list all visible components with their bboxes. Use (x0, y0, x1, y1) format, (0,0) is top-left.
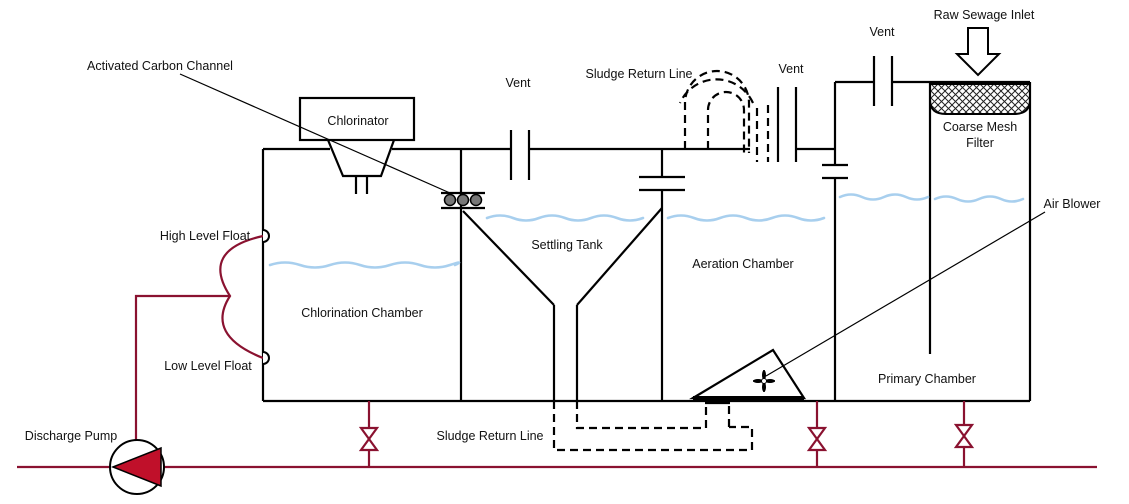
low-level-float (262, 351, 270, 365)
water-primary-right (933, 195, 1025, 203)
vent-settling (509, 130, 531, 180)
gate-valve-icon (953, 423, 975, 449)
fan-icon (753, 370, 775, 392)
label-low-level-float: Low Level Float (164, 359, 252, 373)
label-sludge-return-top: Sludge Return Line (585, 67, 692, 81)
label-sludge-return-bottom: Sludge Return Line (436, 429, 543, 443)
tank-structure (261, 80, 1032, 403)
leader-activated-carbon (179, 73, 451, 194)
gate-valve-icon (358, 426, 380, 452)
label-raw-sewage-inlet: Raw Sewage Inlet (934, 8, 1035, 22)
vent-primary (872, 56, 894, 106)
water-levels (268, 193, 1025, 269)
coarse-mesh-filter (929, 83, 1031, 115)
label-aeration-chamber: Aeration Chamber (692, 257, 793, 271)
discharge-line (17, 401, 1097, 469)
label-coarse-mesh-2: Filter (966, 136, 994, 150)
label-coarse-mesh-1: Coarse Mesh (943, 120, 1017, 134)
blower-housing (689, 348, 807, 400)
label-high-level-float: High Level Float (160, 229, 251, 243)
label-primary-chamber: Primary Chamber (878, 372, 976, 386)
label-chlorination-chamber: Chlorination Chamber (301, 306, 423, 320)
labels: Raw Sewage Inlet Vent Vent Vent Sludge R… (25, 8, 1101, 443)
label-chlorinator: Chlorinator (327, 114, 388, 128)
label-air-blower: Air Blower (1044, 197, 1101, 211)
sludge-return-top-pipe (678, 69, 770, 162)
sludge-return-bottom-pipe (552, 401, 754, 452)
pump-icon (109, 439, 165, 495)
chlorinator-hopper (326, 139, 396, 178)
label-vent-primary: Vent (869, 25, 895, 39)
label-vent-aeration: Vent (778, 62, 804, 76)
down-arrow-icon (954, 27, 1002, 77)
leader-air-blower (765, 211, 1046, 377)
hopper-right (576, 207, 663, 306)
label-discharge-pump: Discharge Pump (25, 429, 117, 443)
water-primary-left (838, 193, 930, 201)
level-float-wiring (134, 229, 270, 444)
activated-carbon-channel (441, 191, 485, 210)
chlorinator-box (298, 96, 416, 142)
water-aeration (666, 214, 826, 222)
water-chlorination (268, 261, 461, 269)
air-blower (689, 348, 807, 400)
label-vent-settling: Vent (505, 76, 531, 90)
chlorinator (298, 96, 416, 194)
hopper-left (462, 210, 555, 306)
water-settling (485, 214, 645, 222)
gate-valve-icon (806, 426, 828, 452)
high-level-float (262, 229, 270, 243)
label-settling-tank: Settling Tank (531, 238, 603, 252)
vent-aeration (776, 87, 835, 162)
label-activated-carbon: Activated Carbon Channel (87, 59, 233, 73)
